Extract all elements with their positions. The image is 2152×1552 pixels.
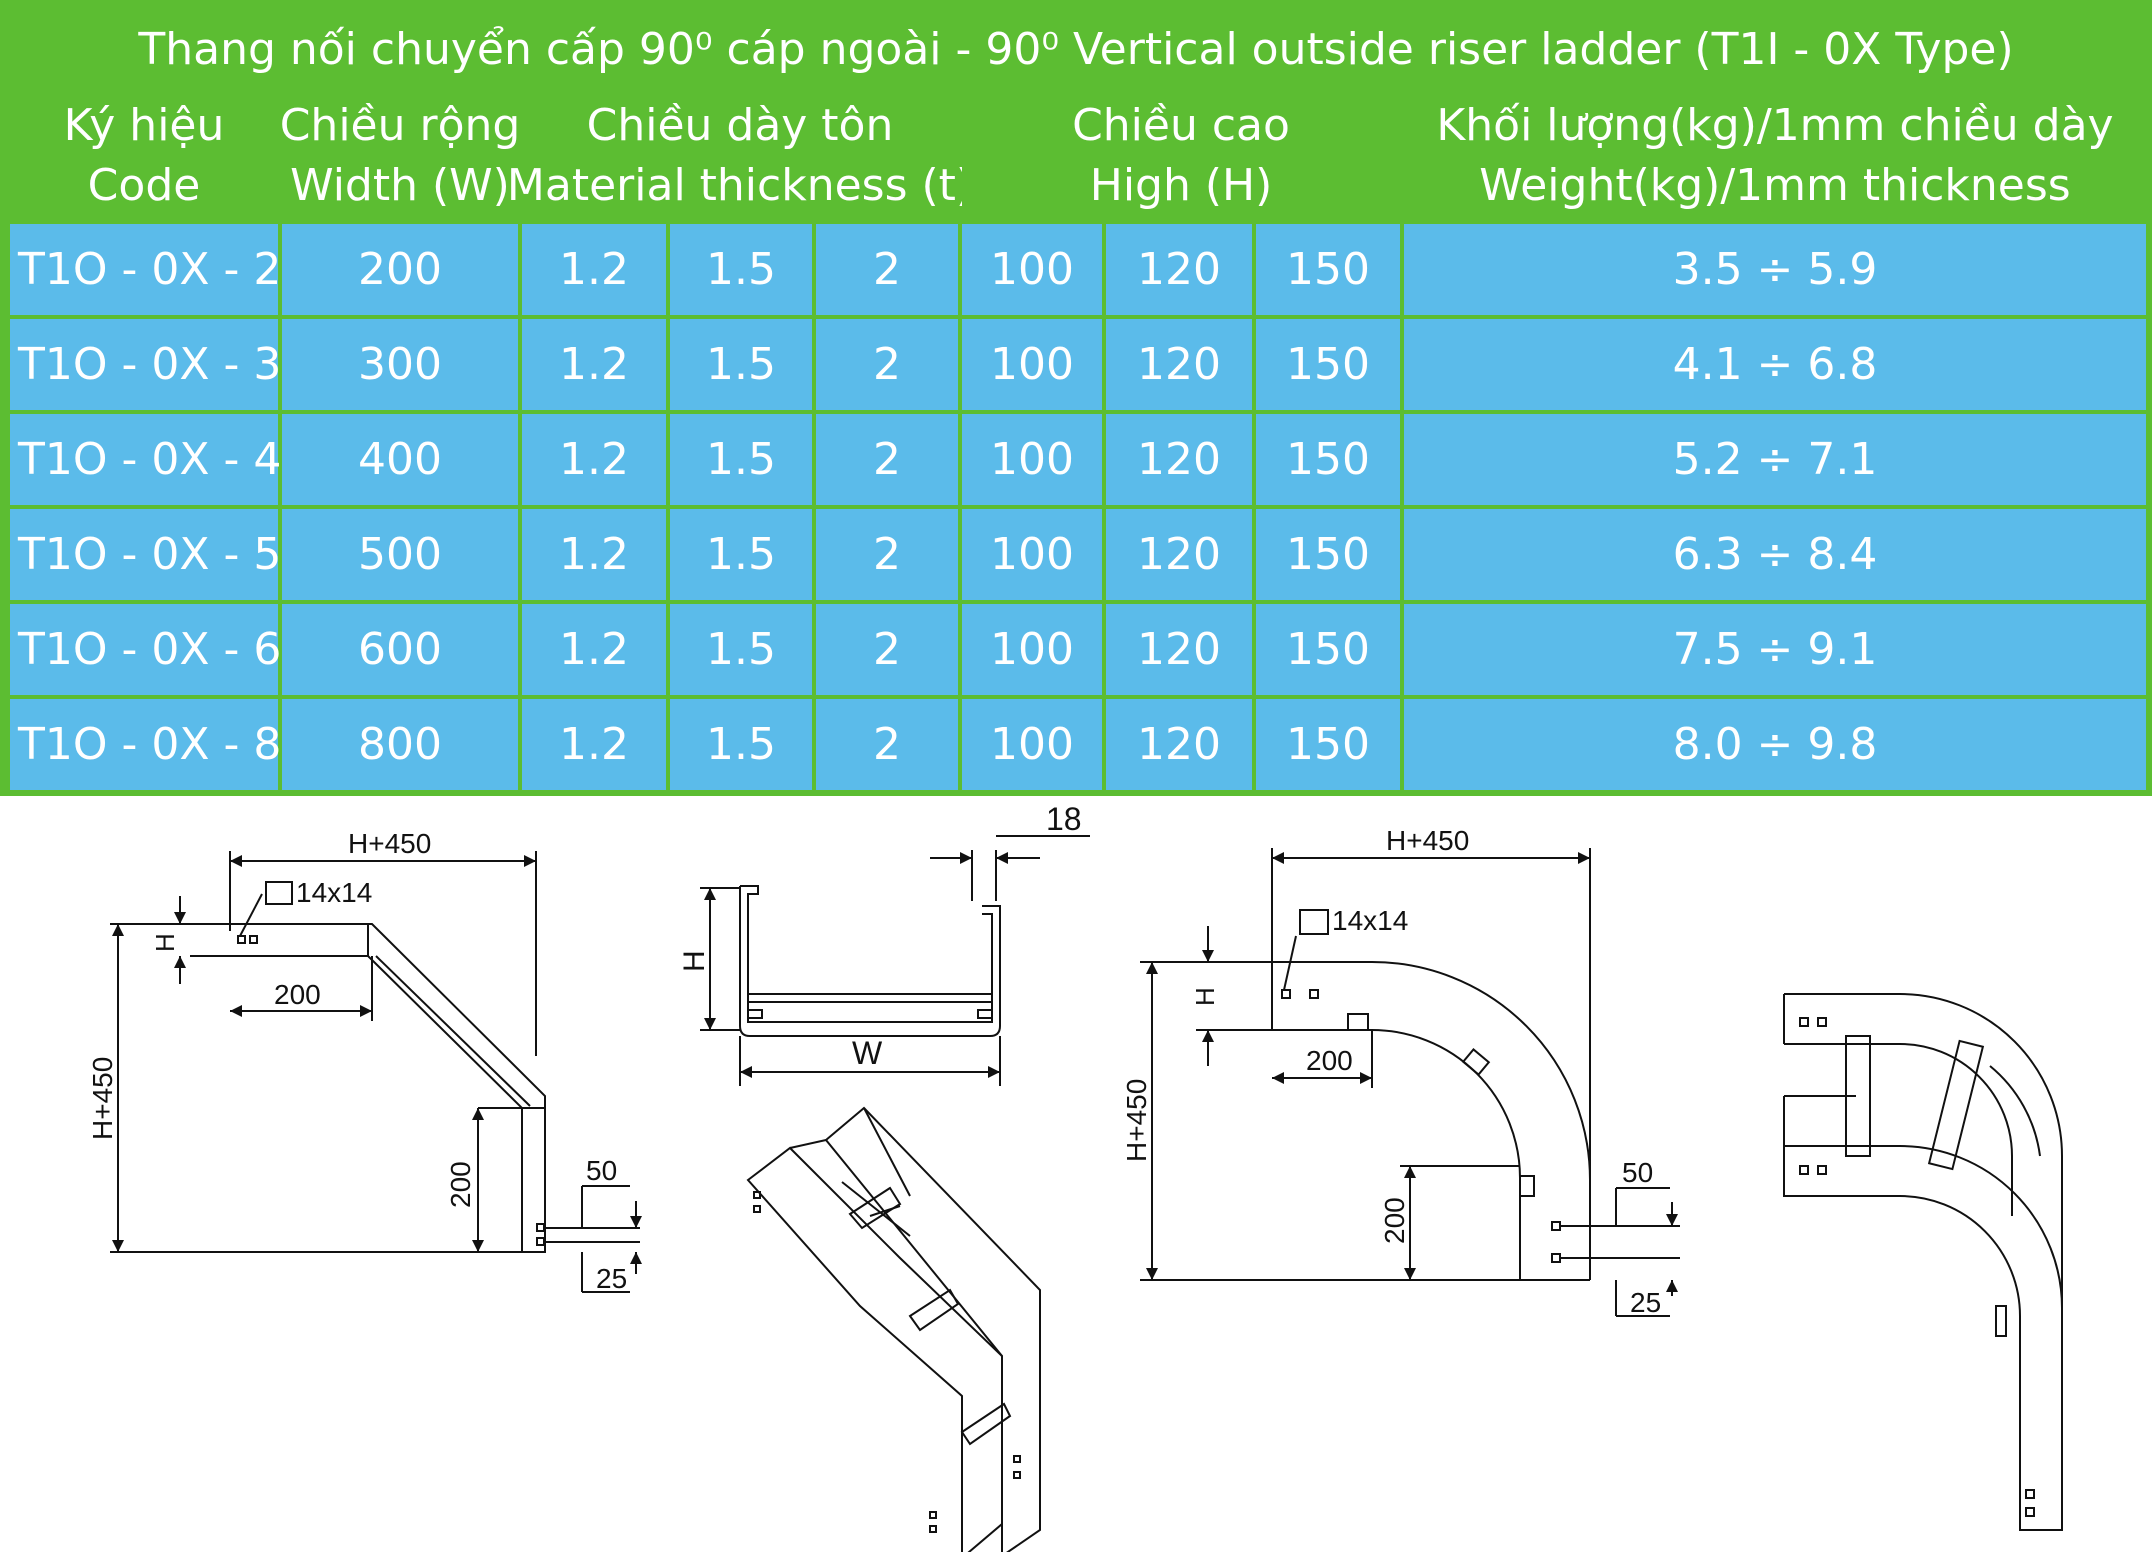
cell-thickness-3: 2	[816, 414, 958, 505]
cell-weight: 5.2 ÷ 7.1	[1404, 414, 2146, 505]
cell-height-1: 100	[962, 509, 1102, 600]
drawing-curved-side-labels: H+450 14x14 H 200 H+450 200 50 25	[1121, 825, 1661, 1318]
header-thickness: Chiều dày tôn Material thickness (t)	[507, 93, 973, 218]
cell-weight: 3.5 ÷ 5.9	[1404, 224, 2146, 315]
cell-height-3: 150	[1256, 414, 1400, 505]
cell-thickness-3: 2	[816, 224, 958, 315]
label-h450-top: H+450	[348, 828, 431, 859]
cell-thickness-1: 1.2	[522, 699, 666, 790]
header-height-line1: Chiều cao	[1072, 99, 1290, 151]
drawing-curved-side-view	[1140, 848, 1680, 1317]
header-height: Chiều cao High (H)	[962, 93, 1400, 218]
cell-thickness-2: 1.5	[670, 224, 812, 315]
label-50: 50	[586, 1155, 617, 1186]
cell-thickness-1: 1.2	[522, 604, 666, 695]
cell-thickness-1: 1.2	[522, 224, 666, 315]
cell-height-3: 150	[1256, 699, 1400, 790]
header-weight-line1: Khối lượng(kg)/1mm chiều dày	[1436, 99, 2114, 151]
label-25-curved: 25	[1630, 1287, 1661, 1318]
cell-height-2: 120	[1106, 604, 1252, 695]
header-width-line2: Width (W)	[290, 159, 510, 211]
label-18: 18	[1046, 801, 1082, 837]
label-200-horizontal-curved: 200	[1306, 1045, 1353, 1076]
cell-width: 300	[282, 319, 518, 410]
technical-drawings: H+450 14x14 H 200 H+450 200 50 25 H W	[87, 801, 2063, 1552]
cell-height-2: 120	[1106, 224, 1252, 315]
cell-height-1: 100	[962, 319, 1102, 410]
cell-thickness-3: 2	[816, 509, 958, 600]
label-hole-size: 14x14	[296, 877, 372, 908]
cell-width: 200	[282, 224, 518, 315]
cell-weight: 7.5 ÷ 9.1	[1404, 604, 2146, 695]
cell-thickness-2: 1.5	[670, 699, 812, 790]
label-h450-top-curved: H+450	[1386, 825, 1469, 856]
cell-thickness-2: 1.5	[670, 604, 812, 695]
cell-height-2: 120	[1106, 509, 1252, 600]
cell-weight: 8.0 ÷ 9.8	[1404, 699, 2146, 790]
cell-weight: 6.3 ÷ 8.4	[1404, 509, 2146, 600]
label-h-section: H	[678, 950, 711, 972]
cell-code: T1O - 0X - 40	[10, 414, 309, 505]
header-weight: Khối lượng(kg)/1mm chiều dày Weight(kg)/…	[1404, 93, 2146, 218]
cell-thickness-3: 2	[816, 319, 958, 410]
drawing-cross-section-labels: H W 18	[678, 801, 1082, 1071]
cell-width: 500	[282, 509, 518, 600]
cell-code: T1O - 0X - 80	[10, 699, 309, 790]
drawing-isometric-angled	[746, 1106, 1041, 1552]
cell-height-3: 150	[1256, 224, 1400, 315]
cell-height-1: 100	[962, 699, 1102, 790]
header-width: Chiều rộng Width (W)	[279, 93, 521, 218]
cell-code: T1O - 0X - 50	[10, 509, 309, 600]
label-h450-vertical-curved: H+450	[1121, 1079, 1152, 1162]
label-h: H	[150, 933, 180, 952]
cell-thickness-3: 2	[816, 604, 958, 695]
cell-width: 800	[282, 699, 518, 790]
header-code-line1: Ký hiệu	[63, 99, 225, 151]
cell-height-1: 100	[962, 224, 1102, 315]
drawing-angled-side-view	[110, 851, 642, 1293]
header-thickness-line2: Material thickness (t)	[506, 159, 974, 211]
cell-thickness-1: 1.2	[522, 319, 666, 410]
label-25: 25	[596, 1263, 627, 1294]
cell-thickness-2: 1.5	[670, 414, 812, 505]
label-200-vertical-curved: 200	[1379, 1197, 1410, 1244]
spec-table: Thang nối chuyển cấp 90⁰ cáp ngoài - 90⁰…	[0, 0, 2152, 796]
cell-code: T1O - 0X - 20	[10, 224, 309, 315]
label-w: W	[852, 1035, 883, 1071]
cell-thickness-2: 1.5	[670, 319, 812, 410]
cell-thickness-2: 1.5	[670, 509, 812, 600]
cell-height-2: 120	[1106, 414, 1252, 505]
cell-thickness-3: 2	[816, 699, 958, 790]
cell-width: 600	[282, 604, 518, 695]
table-title: Thang nối chuyển cấp 90⁰ cáp ngoài - 90⁰…	[138, 24, 2014, 75]
header-width-line1: Chiều rộng	[279, 99, 521, 151]
header-height-line2: High (H)	[1089, 159, 1273, 211]
cell-height-3: 150	[1256, 509, 1400, 600]
cell-code: T1O - 0X - 30	[10, 319, 309, 410]
drawing-cross-section	[700, 835, 1090, 1086]
label-200-vertical: 200	[445, 1161, 476, 1208]
cell-height-3: 150	[1256, 319, 1400, 410]
cell-height-1: 100	[962, 414, 1102, 505]
label-200-horizontal: 200	[274, 979, 321, 1010]
cell-width: 400	[282, 414, 518, 505]
cell-weight: 4.1 ÷ 6.8	[1404, 319, 2146, 410]
drawing-angled-side-labels: H+450 14x14 H 200 H+450 200 50 25	[87, 828, 627, 1294]
header-code: Ký hiệu Code	[10, 93, 278, 218]
header-weight-line2: Weight(kg)/1mm thickness	[1479, 159, 2071, 211]
cell-thickness-1: 1.2	[522, 509, 666, 600]
label-hole-size-curved: 14x14	[1332, 905, 1408, 936]
cell-height-1: 100	[962, 604, 1102, 695]
cell-thickness-1: 1.2	[522, 414, 666, 505]
label-h-curved: H	[1190, 987, 1220, 1006]
cell-code: T1O - 0X - 60	[10, 604, 309, 695]
header-thickness-line1: Chiều dày tôn	[586, 99, 894, 151]
label-50-curved: 50	[1622, 1157, 1653, 1188]
header-code-line2: Code	[87, 159, 201, 211]
cell-height-2: 120	[1106, 319, 1252, 410]
drawing-curved-perspective	[1783, 993, 2063, 1531]
label-h450-vertical: H+450	[87, 1057, 118, 1140]
cell-height-2: 120	[1106, 699, 1252, 790]
cell-height-3: 150	[1256, 604, 1400, 695]
